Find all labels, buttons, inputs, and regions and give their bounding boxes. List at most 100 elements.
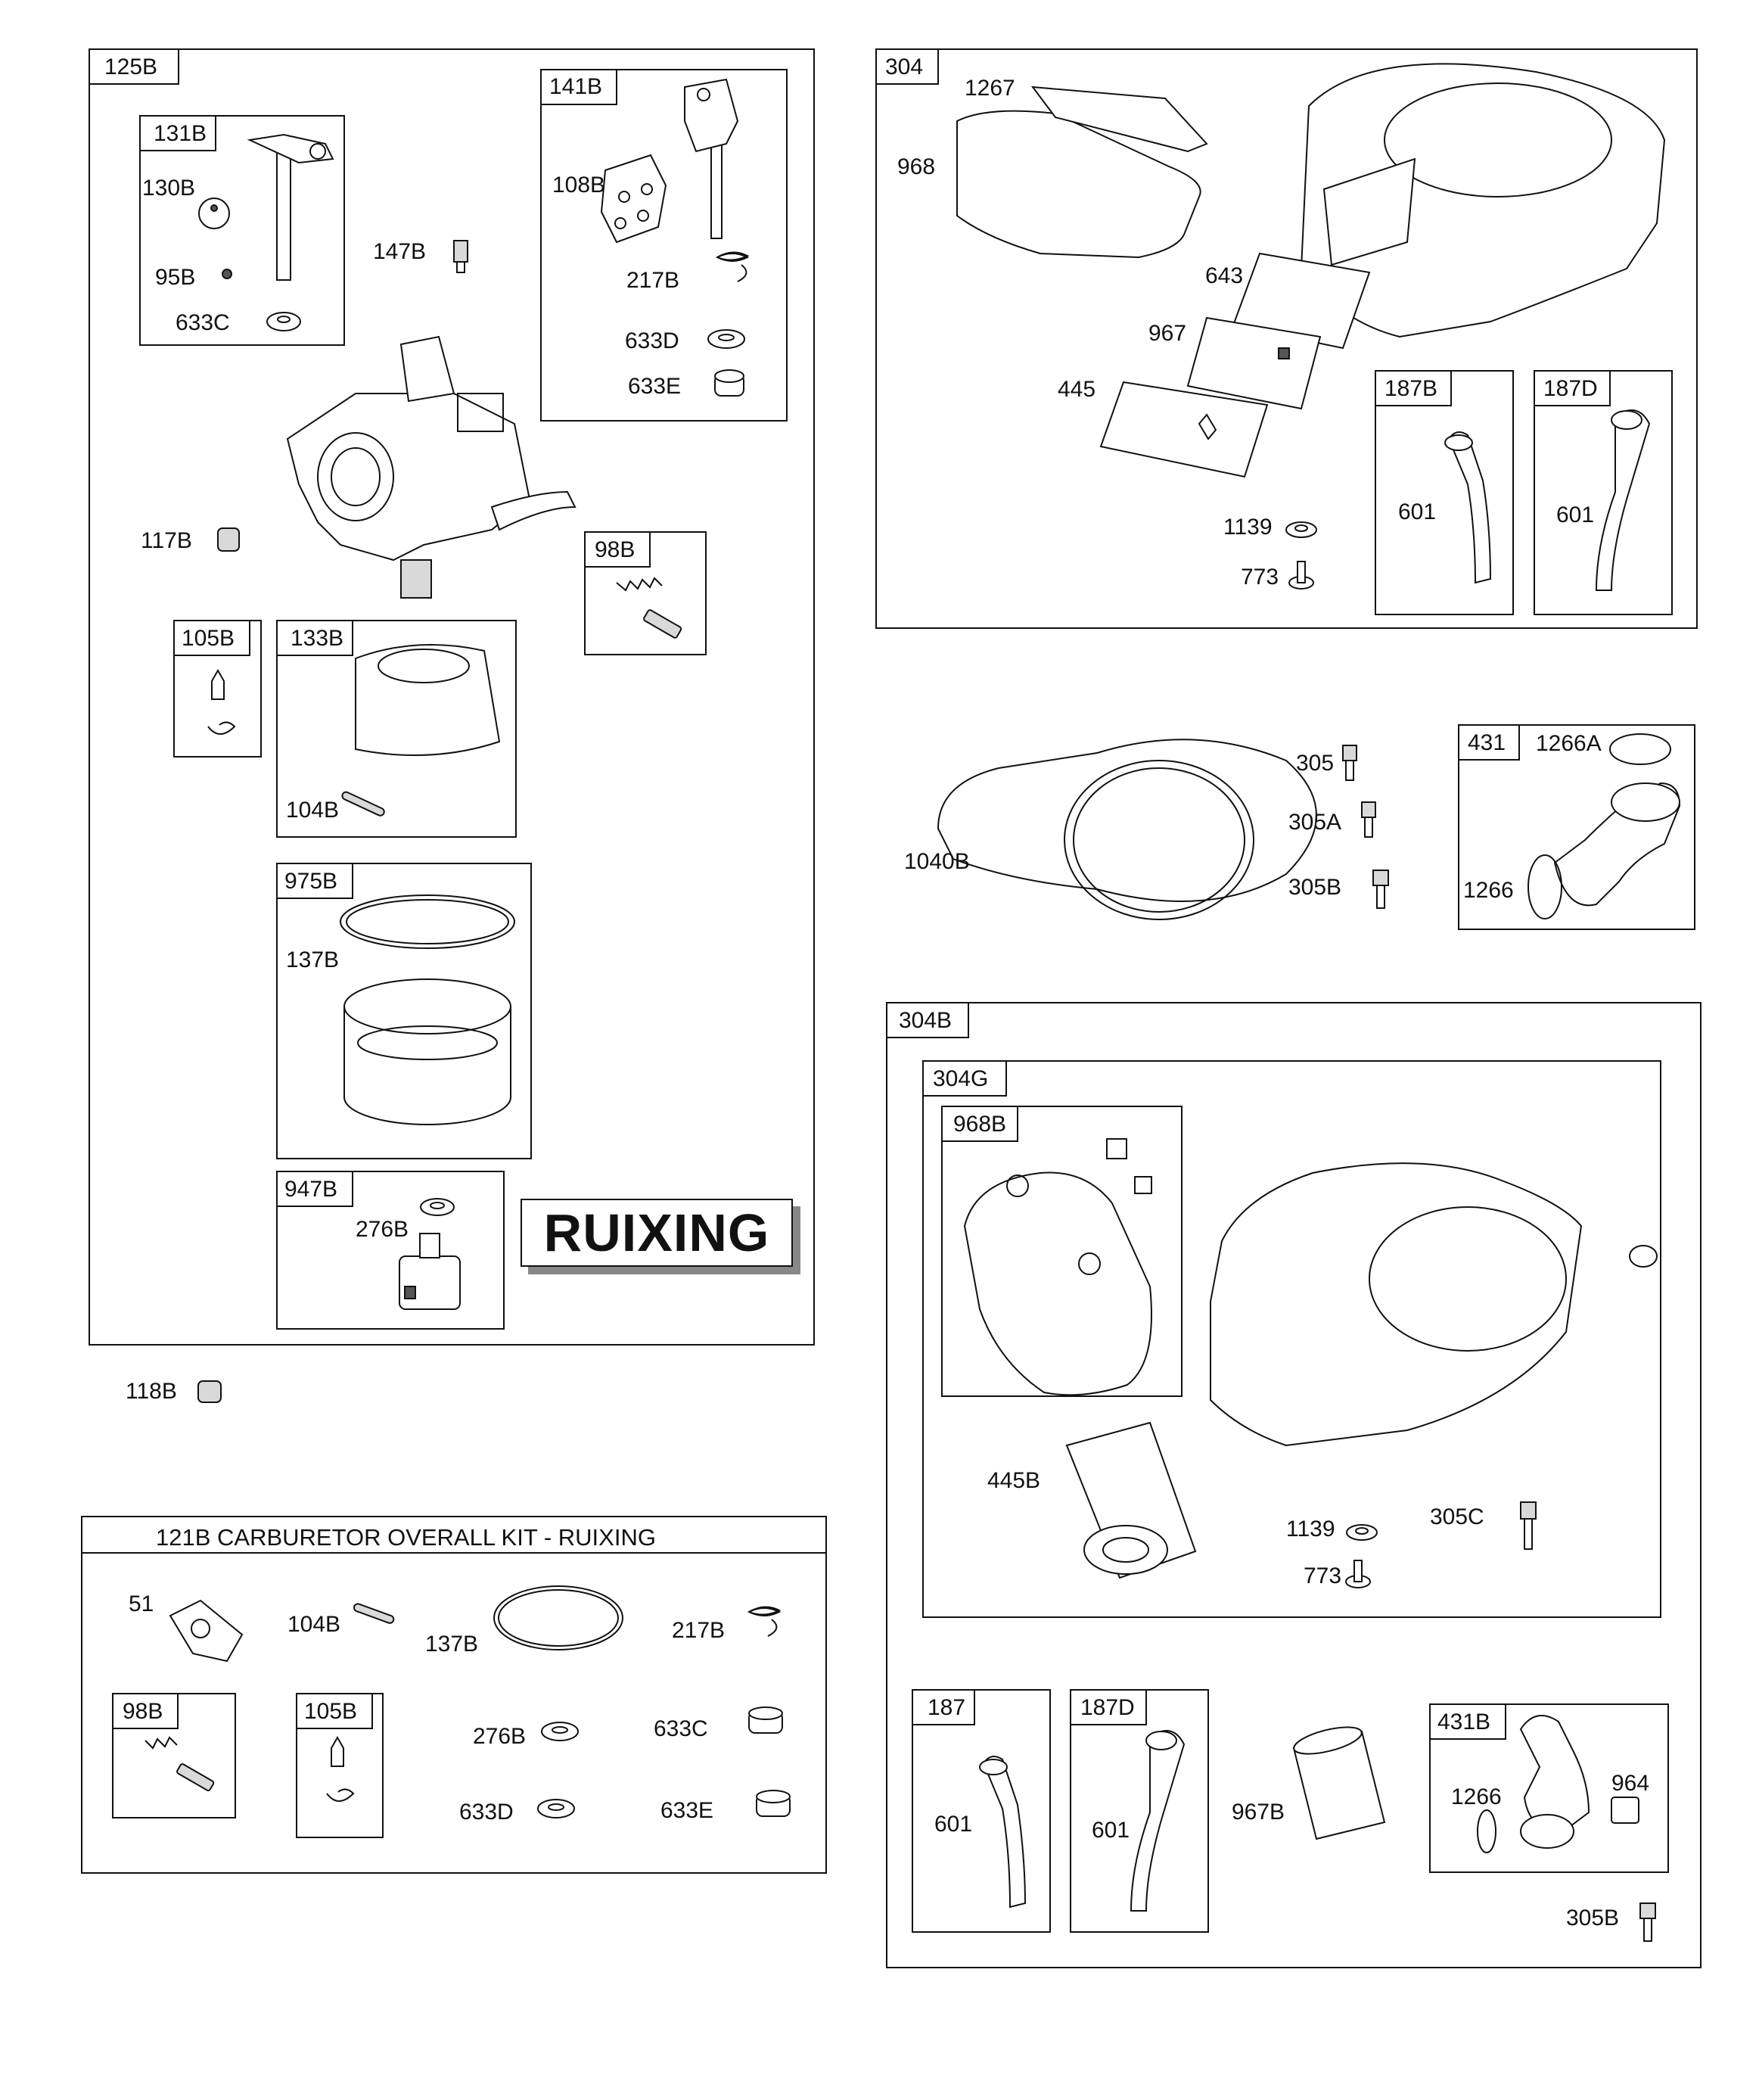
o-ring-1266 xyxy=(1527,854,1562,919)
label-967 xyxy=(1186,316,1322,410)
label-118B: 118B xyxy=(126,1379,177,1404)
air-filter-cover-968 xyxy=(956,110,1201,259)
label-601-187D-b: 601 xyxy=(1092,1818,1130,1843)
kit-label-633E: 633E xyxy=(660,1798,714,1823)
box-tag-947B: 947B xyxy=(284,1177,338,1202)
mixture-screw-98B xyxy=(616,577,682,639)
box-tag-105B: 105B xyxy=(182,626,235,651)
kit-title: 121B CARBURETOR OVERALL KIT - RUIXING xyxy=(156,1524,656,1551)
kit-needle-105B xyxy=(326,1735,355,1802)
screw-305 xyxy=(1342,745,1357,781)
label-633C: 633C xyxy=(176,310,230,335)
label-1267: 1267 xyxy=(965,76,1015,101)
frame-975B xyxy=(276,863,532,1159)
plug-964 xyxy=(1611,1797,1639,1824)
blower-housing-304 xyxy=(1300,63,1666,338)
gasket-137B xyxy=(340,894,515,949)
box-tag-133B: 133B xyxy=(291,626,344,651)
screw-305A xyxy=(1361,801,1376,838)
box-tag-kit-98B: 98B xyxy=(123,1699,163,1724)
kit-label-137B: 137B xyxy=(425,1632,479,1657)
box-tag-187B: 187B xyxy=(1385,376,1438,401)
washer-1139 xyxy=(1285,521,1317,538)
dipstick-tube-187B xyxy=(1444,431,1492,584)
throttle-plate-130B xyxy=(198,198,230,229)
filter-445B xyxy=(1065,1421,1197,1579)
filter-1267 xyxy=(1030,86,1208,153)
needle-105B xyxy=(207,668,236,735)
label-117B: 117B xyxy=(141,528,192,553)
screw-147B xyxy=(453,240,468,273)
screw-305B xyxy=(1372,870,1389,909)
box-tag-975B: 975B xyxy=(284,869,338,894)
label-130B: 130B xyxy=(142,176,196,201)
label-445: 445 xyxy=(1058,377,1096,402)
kit-spring-217B xyxy=(747,1606,782,1637)
blower-cover-1040B xyxy=(937,739,1317,920)
screw-773-b xyxy=(1345,1560,1371,1588)
kit-pin-104B xyxy=(353,1603,395,1624)
kit-label-633C: 633C xyxy=(654,1716,708,1741)
plug-117B xyxy=(217,527,240,552)
frame-133B xyxy=(276,620,517,838)
kit-bushing-633E xyxy=(756,1790,791,1817)
label-1040B: 1040B xyxy=(904,849,970,874)
choke-gasket-108B xyxy=(600,154,667,244)
label-305B-b: 305B xyxy=(1566,1906,1620,1930)
label-773-b: 773 xyxy=(1304,1563,1342,1588)
sleeve-967B xyxy=(1292,1726,1386,1840)
box-tag-304B: 304B xyxy=(899,1008,953,1033)
label-633D: 633D xyxy=(625,328,679,353)
screw-773 xyxy=(1288,561,1314,590)
dipstick-tube-187D-b xyxy=(1130,1730,1186,1912)
bushing-633E xyxy=(714,369,744,397)
label-445B: 445B xyxy=(987,1468,1041,1493)
label-1266A: 1266A xyxy=(1536,731,1602,756)
frame-131B xyxy=(139,115,345,346)
filter-base-643 xyxy=(1232,252,1371,350)
kit-label-51: 51 xyxy=(129,1591,154,1616)
box-tag-304G: 304G xyxy=(933,1066,989,1091)
screw-305C xyxy=(1520,1501,1537,1550)
frame-431 xyxy=(1458,724,1695,930)
frame-kit xyxy=(81,1516,827,1874)
box-tag-431: 431 xyxy=(1468,730,1506,755)
label-137B: 137B xyxy=(286,947,340,972)
frame-125B xyxy=(89,48,815,1346)
label-95B: 95B xyxy=(155,265,196,290)
elbow-431B xyxy=(1519,1715,1590,1849)
kit-washer-276B xyxy=(541,1722,579,1741)
carburetor-body xyxy=(286,335,576,599)
box-tag-187: 187 xyxy=(928,1695,966,1720)
screw-95B xyxy=(222,269,232,279)
frame-98B xyxy=(584,531,707,655)
kit-label-104B: 104B xyxy=(287,1612,341,1637)
throttle-shaft-131B xyxy=(247,133,334,281)
label-968: 968 xyxy=(897,154,936,179)
filter-445 xyxy=(1099,381,1269,478)
gasket-1266A xyxy=(1609,733,1671,765)
blower-housing-304G xyxy=(1210,1162,1658,1447)
label-601-187D: 601 xyxy=(1556,502,1595,527)
label-305A: 305A xyxy=(1288,810,1342,835)
solenoid-947B xyxy=(399,1233,461,1310)
washer-1139-b xyxy=(1346,1524,1378,1541)
frame-141B xyxy=(540,69,788,422)
screw-305B-b xyxy=(1639,1902,1656,1942)
label-643: 643 xyxy=(1205,263,1244,288)
float-bowl-975B xyxy=(343,978,511,1125)
box-tag-431B: 431B xyxy=(1437,1710,1491,1734)
box-tag-968B: 968B xyxy=(953,1112,1007,1137)
kit-gasket-51 xyxy=(169,1599,244,1663)
kit-label-633D: 633D xyxy=(459,1800,514,1825)
label-104B: 104B xyxy=(286,798,340,823)
box-tag-131B: 131B xyxy=(154,121,207,146)
float-133B xyxy=(355,644,501,756)
frame-304 xyxy=(875,48,1698,629)
dipstick-tube-187D xyxy=(1595,409,1651,591)
box-tag-141B: 141B xyxy=(549,74,603,99)
label-601-187B: 601 xyxy=(1398,499,1437,524)
label-1266-b: 1266 xyxy=(1451,1784,1502,1809)
box-tag-187D-b: 187D xyxy=(1080,1695,1135,1720)
